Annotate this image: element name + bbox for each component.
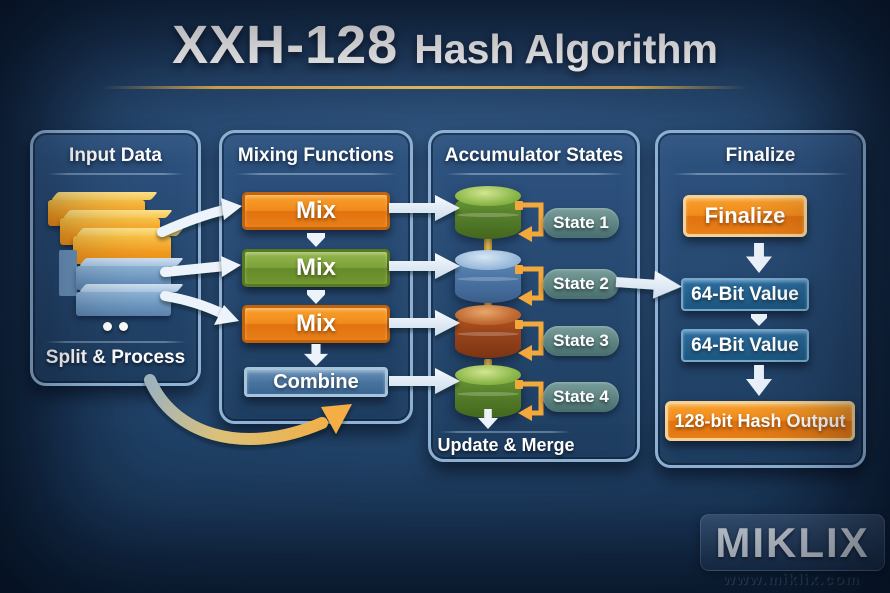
feedback-loop-icon [515,380,544,421]
feedback-loop-icon [515,201,544,242]
data-block-blue-fragment [59,250,77,296]
connector-bar [484,235,492,255]
database-icon-green [455,186,521,242]
value-box-1: 64-Bit Value [681,278,809,311]
input-data-panel: Input Data Split & Process [30,130,201,386]
ellipsis-dot [103,322,112,331]
accumulator-states-panel: Accumulator States S [428,130,640,462]
mix-box-1: Mix [242,192,390,230]
state-3-label: State 3 [543,326,619,356]
miklix-logo-text: MIKLIX [715,518,870,566]
database-icon-blue [455,250,521,306]
mix-box-3: Mix [242,305,390,343]
mixing-functions-title: Mixing Functions [237,145,395,166]
finalize-step-box: Finalize [683,195,807,237]
feedback-loop-icon [515,265,544,306]
database-icon-rust [455,305,521,361]
arrow-down-icon [746,243,772,273]
state-1-label: State 1 [543,208,619,238]
title-sub: Hash Algorithm [414,26,718,72]
finalize-panel: Finalize Finalize 64-Bit Value 64-Bit Va… [655,130,866,468]
feedback-loop-icon [515,320,544,361]
divider [236,173,396,175]
mixing-functions-panel: Mixing Functions Mix Mix Mix Combine [219,130,413,424]
state-2-label: State 2 [543,269,619,299]
arrow-down-icon [307,290,325,304]
divider [47,173,184,175]
divider [439,431,571,433]
miklix-logo: MIKLIX [700,514,885,571]
data-block-blue [76,292,171,316]
state-4-label: State 4 [543,382,619,412]
page-title: XXH-128 Hash Algorithm [0,14,890,76]
value-box-2: 64-Bit Value [681,329,809,362]
divider [445,173,623,175]
finalize-title: Finalize [725,145,796,166]
website-url: www.miklix.com [722,571,861,588]
hash-output-box: 128-bit Hash Output [665,401,855,441]
arrow-down-icon [746,365,772,396]
divider [45,341,186,343]
arrow-down-icon [751,314,767,326]
divider [672,173,849,175]
arrow-down-icon [307,233,325,247]
accumulator-caption: Update & Merge [437,435,575,455]
title-underline [100,86,748,89]
title-main: XXH-128 [172,15,399,75]
ellipsis-dot [119,322,128,331]
input-caption: Split & Process [45,347,186,368]
accumulator-states-title: Accumulator States [444,145,624,166]
arrow-down-icon [304,344,328,366]
mix-box-2: Mix [242,249,390,287]
combine-box: Combine [244,367,388,397]
input-data-title: Input Data [69,145,162,166]
